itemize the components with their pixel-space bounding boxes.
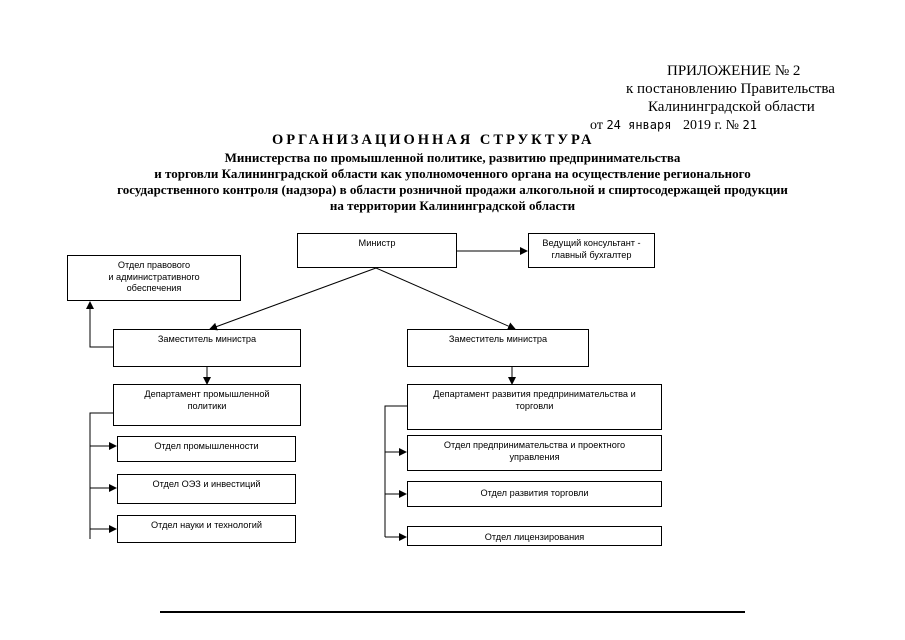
resolution-date: от 24 января 2019 г. № 21	[590, 116, 757, 135]
date-day-month: 24 января	[606, 118, 672, 132]
dept-business-trade-box: Департамент развития предпринимательства…	[407, 384, 662, 430]
arrow-minister-to-deputy-right	[375, 267, 516, 330]
date-prefix: от	[590, 118, 603, 133]
document-title: ОРГАНИЗАЦИОННАЯ СТРУКТУРА	[272, 132, 595, 148]
dept-industrial-policy-box: Департамент промышленной политики	[113, 384, 301, 426]
unit-sez-investment-box: Отдел ОЭЗ и инвестиций	[117, 474, 296, 504]
chief-accountant-box: Ведущий консультант - главный бухгалтер	[528, 233, 655, 268]
minister-label: Министр	[358, 238, 396, 248]
appendix-number: ПРИЛОЖЕНИЕ № 2	[667, 63, 801, 79]
subtitle-line-4: на территории Калининградской области	[329, 198, 576, 213]
unit-licensing-box: Отдел лицензирования	[407, 526, 662, 546]
unit-sez-investment-label: Отдел ОЭЗ и инвестиций	[152, 479, 261, 489]
arrow-minister-to-deputy-left	[209, 267, 377, 331]
deputy-minister-right-box: Заместитель министра	[407, 329, 589, 367]
unit-science-tech-box: Отдел науки и технологий	[117, 515, 296, 543]
dept-industrial-policy-label: Департамент промышленной политики	[144, 389, 270, 411]
legal-dept-box: Отдел правового и административного обес…	[67, 255, 241, 301]
left-dept-bracket	[89, 412, 113, 539]
minister-box: Министр	[297, 233, 457, 268]
unit-industry-box: Отдел промышленности	[117, 436, 296, 462]
resolution-number: 21	[742, 118, 757, 132]
appendix-region-line: Калининградской области	[648, 99, 815, 115]
unit-science-tech-label: Отдел науки и технологий	[151, 520, 262, 530]
chief-accountant-label: Ведущий консультант - главный бухгалтер	[542, 238, 641, 260]
number-prefix: №	[725, 118, 739, 133]
unit-entrepreneurship-label: Отдел предпринимательства и проектного у…	[443, 440, 626, 462]
deputy-minister-right-label: Заместитель министра	[448, 334, 548, 344]
legal-dept-label: Отдел правового и административного обес…	[108, 260, 200, 293]
subtitle-line-1: Министерства по промышленной политике, р…	[224, 150, 681, 165]
deputy-minister-left-label: Заместитель министра	[157, 334, 257, 344]
subtitle-line-3: государственного контроля (надзора) в об…	[117, 182, 788, 197]
unit-licensing-label: Отдел лицензирования	[484, 531, 585, 542]
unit-industry-label: Отдел промышленности	[154, 441, 259, 451]
unit-trade-box: Отдел развития торговли	[407, 481, 662, 507]
dept-business-trade-label: Департамент развития предпринимательства…	[433, 389, 636, 411]
right-dept-bracket	[384, 405, 407, 537]
unit-trade-label: Отдел развития торговли	[480, 488, 589, 499]
appendix-resolution-line: к постановлению Правительства	[626, 81, 835, 97]
deputy-minister-left-box: Заместитель министра	[113, 329, 301, 367]
date-year: 2019 г.	[682, 118, 723, 133]
subtitle-line-2: и торговли Калининградской области как у…	[154, 166, 751, 181]
unit-entrepreneurship-box: Отдел предпринимательства и проектного у…	[407, 435, 662, 471]
arrow-deputy-to-legal-dept	[86, 301, 113, 348]
